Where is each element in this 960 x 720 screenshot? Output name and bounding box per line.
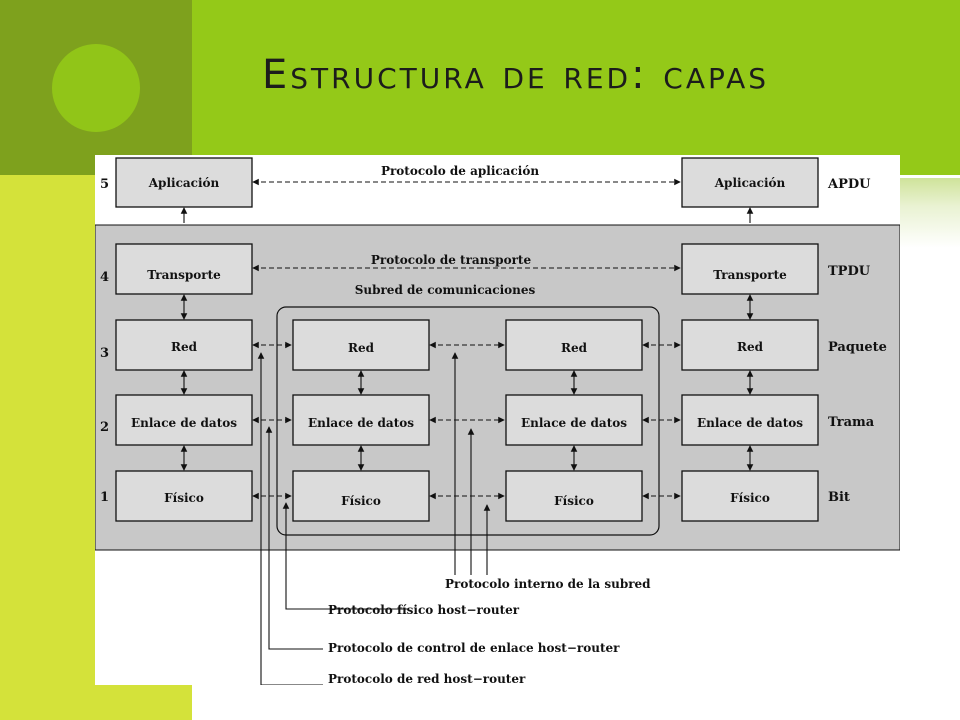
decorative-circle bbox=[52, 44, 140, 132]
unit-tpdu: TPDU bbox=[828, 264, 871, 279]
slide-title: Estructura de red: capas bbox=[262, 52, 770, 98]
datalink-host-router-leader bbox=[265, 426, 323, 650]
unit-apdu: APDU bbox=[827, 177, 871, 192]
osi-network-diagram: 5 4 3 2 1 APDU TPDU Paquete Trama Bit Ap… bbox=[94, 155, 901, 686]
layer-number-2: 2 bbox=[100, 420, 109, 435]
host-b-physical-label: Físico bbox=[730, 491, 770, 505]
host-b-transport-label: Transporte bbox=[713, 268, 787, 282]
layer-number-4: 4 bbox=[100, 270, 109, 285]
host-a-network-label: Red bbox=[171, 340, 198, 354]
layer-number-5: 5 bbox=[100, 177, 109, 192]
router-2-network-label: Red bbox=[561, 341, 588, 355]
host-b-network-label: Red bbox=[737, 340, 764, 354]
host-a-transport-box bbox=[115, 243, 253, 295]
router-2-datalink-label: Enlace de datos bbox=[521, 416, 627, 430]
host-b-transport-box bbox=[681, 243, 819, 295]
subnet-label: Subred de comunicaciones bbox=[355, 283, 536, 297]
router-1-datalink-label: Enlace de datos bbox=[308, 416, 414, 430]
host-a-physical-box bbox=[115, 470, 253, 522]
router-1-network-box bbox=[292, 319, 430, 371]
protocol-transport-label: Protocolo de transporte bbox=[371, 253, 532, 267]
protocol-application-label: Protocolo de aplicación bbox=[381, 164, 539, 178]
host-a-datalink-box bbox=[115, 394, 253, 446]
unit-trama: Trama bbox=[828, 415, 875, 430]
physical-host-router-leader bbox=[282, 502, 408, 610]
host-a-application-box bbox=[115, 157, 253, 208]
router-2-network-box bbox=[505, 319, 643, 371]
host-a-datalink-label: Enlace de datos bbox=[131, 416, 237, 430]
router-2-physical-box bbox=[505, 470, 643, 522]
layer-number-1: 1 bbox=[100, 490, 109, 505]
host-b-datalink-label: Enlace de datos bbox=[697, 416, 803, 430]
callout-link-control-host-router: Protocolo de control de enlace host−rout… bbox=[328, 641, 620, 655]
host-a-transport-label: Transporte bbox=[147, 268, 221, 282]
callout-physical-host-router: Protocolo físico host−router bbox=[328, 603, 520, 617]
router-1-datalink-box bbox=[292, 394, 430, 446]
router-1-network-label: Red bbox=[348, 341, 375, 355]
router-2-datalink-box bbox=[505, 394, 643, 446]
host-b-application-label: Aplicación bbox=[714, 176, 786, 190]
unit-bit: Bit bbox=[828, 490, 850, 505]
host-b-datalink-box bbox=[681, 394, 819, 446]
router-1-physical-label: Físico bbox=[341, 494, 381, 508]
host-a-application-label: Aplicación bbox=[148, 176, 220, 190]
router-2-physical-label: Físico bbox=[554, 494, 594, 508]
host-b-network-box bbox=[681, 319, 819, 371]
host-b-physical-box bbox=[681, 470, 819, 522]
host-a-network-box bbox=[115, 319, 253, 371]
layer-number-3: 3 bbox=[100, 346, 109, 361]
host-b-application-box bbox=[681, 157, 819, 208]
decorative-stripe bbox=[900, 178, 960, 248]
host-a-physical-label: Físico bbox=[164, 491, 204, 505]
unit-paquete: Paquete bbox=[828, 340, 887, 355]
router-1-physical-box bbox=[292, 470, 430, 522]
callout-subnet-internal: Protocolo interno de la subred bbox=[445, 577, 651, 591]
callout-network-host-router: Protocolo de red host−router bbox=[328, 672, 526, 685]
